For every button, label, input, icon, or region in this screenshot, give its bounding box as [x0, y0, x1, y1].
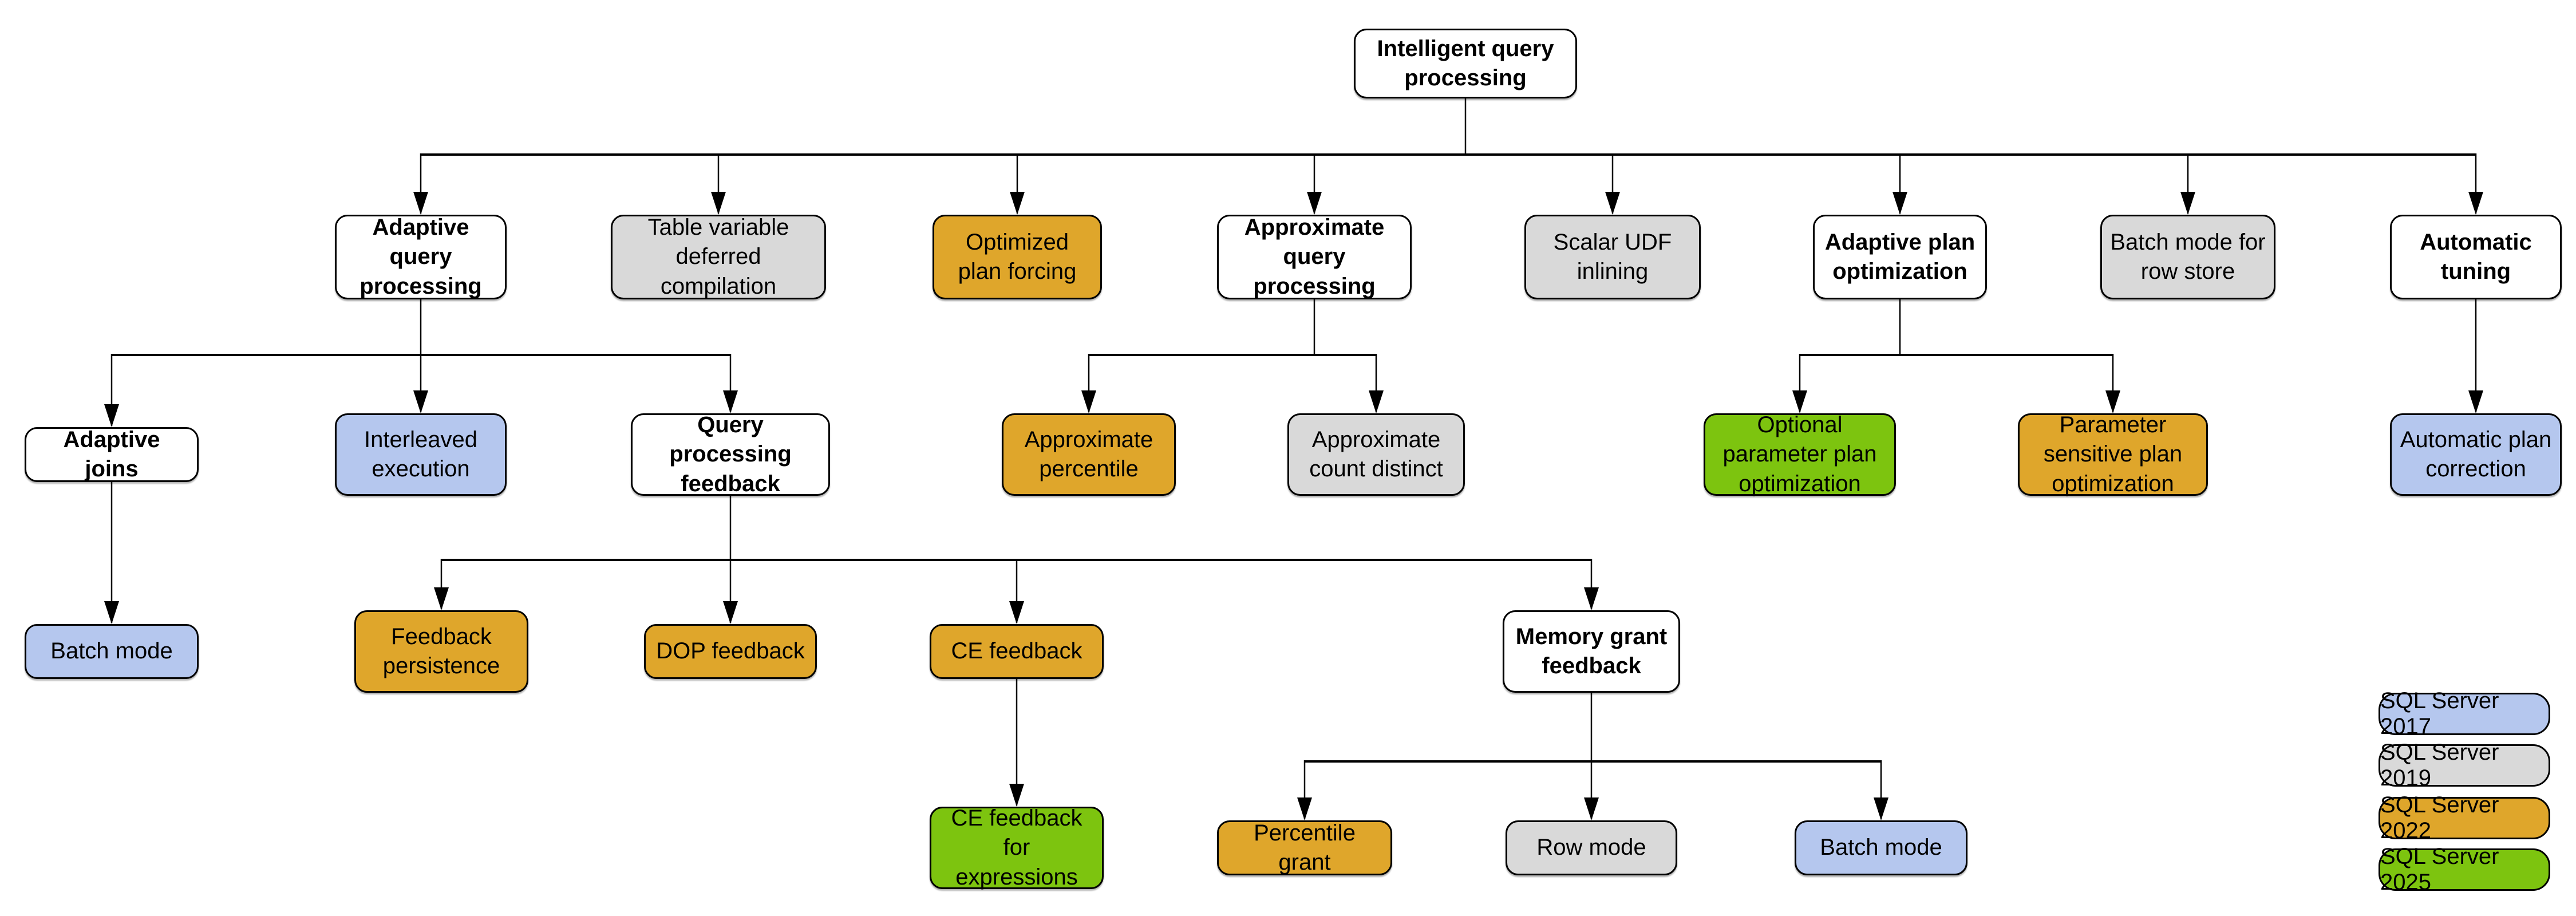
node-automatic-plan-correction: Automatic plan correction — [2390, 413, 2562, 496]
node-interleaved-execution: Interleaved execution — [335, 413, 507, 496]
node-approximate-percentile: Approximate percentile — [1002, 413, 1176, 496]
node-scalar-udf-inlining: Scalar UDF inlining — [1524, 215, 1701, 299]
node-row-mode: Row mode — [1506, 820, 1677, 875]
node-intelligent-query-processing: Intelligent query processing — [1354, 29, 1577, 98]
legend-sql-server-2022: SQL Server 2022 — [2379, 792, 2550, 843]
node-approximate-count-distinct: Approximate count distinct — [1287, 413, 1465, 496]
node-memory-grant-feedback: Memory grant feedback — [1503, 610, 1680, 693]
node-table-variable-deferred-compilation: Table variable deferred compilation — [611, 215, 826, 299]
node-dop-feedback: DOP feedback — [644, 624, 817, 679]
node-optimized-plan-forcing: Optimized plan forcing — [933, 215, 1102, 299]
node-adaptive-plan-optimization: Adaptive plan optimization — [1813, 215, 1987, 299]
node-parameter-sensitive-plan-optimization: Parameter sensitive plan optimization — [2018, 412, 2208, 496]
node-optional-parameter-plan-optimization: Optional parameter plan optimization — [1704, 412, 1896, 496]
node-batch-mode-memory-grant: Batch mode — [1795, 820, 1967, 875]
node-automatic-tuning: Automatic tuning — [2390, 215, 2562, 299]
node-percentile-grant: Percentile grant — [1217, 820, 1392, 875]
legend-sql-server-2025: SQL Server 2025 — [2379, 844, 2550, 895]
node-query-processing-feedback: Query processing feedback — [631, 412, 830, 496]
node-ce-feedback-for-expressions: CE feedback for expressions — [930, 806, 1104, 890]
node-adaptive-query-processing: Adaptive query processing — [335, 215, 507, 299]
node-feedback-persistence: Feedback persistence — [354, 610, 528, 693]
node-adaptive-joins: Adaptive joins — [25, 427, 199, 482]
legend-sql-server-2017: SQL Server 2017 — [2379, 688, 2550, 739]
node-ce-feedback: CE feedback — [930, 624, 1104, 679]
node-approximate-query-processing: Approximate query processing — [1217, 215, 1412, 299]
legend-sql-server-2019: SQL Server 2019 — [2379, 740, 2550, 791]
node-batch-mode-adaptive-joins: Batch mode — [25, 624, 199, 679]
node-batch-mode-for-row-store: Batch mode for row store — [2100, 215, 2275, 299]
